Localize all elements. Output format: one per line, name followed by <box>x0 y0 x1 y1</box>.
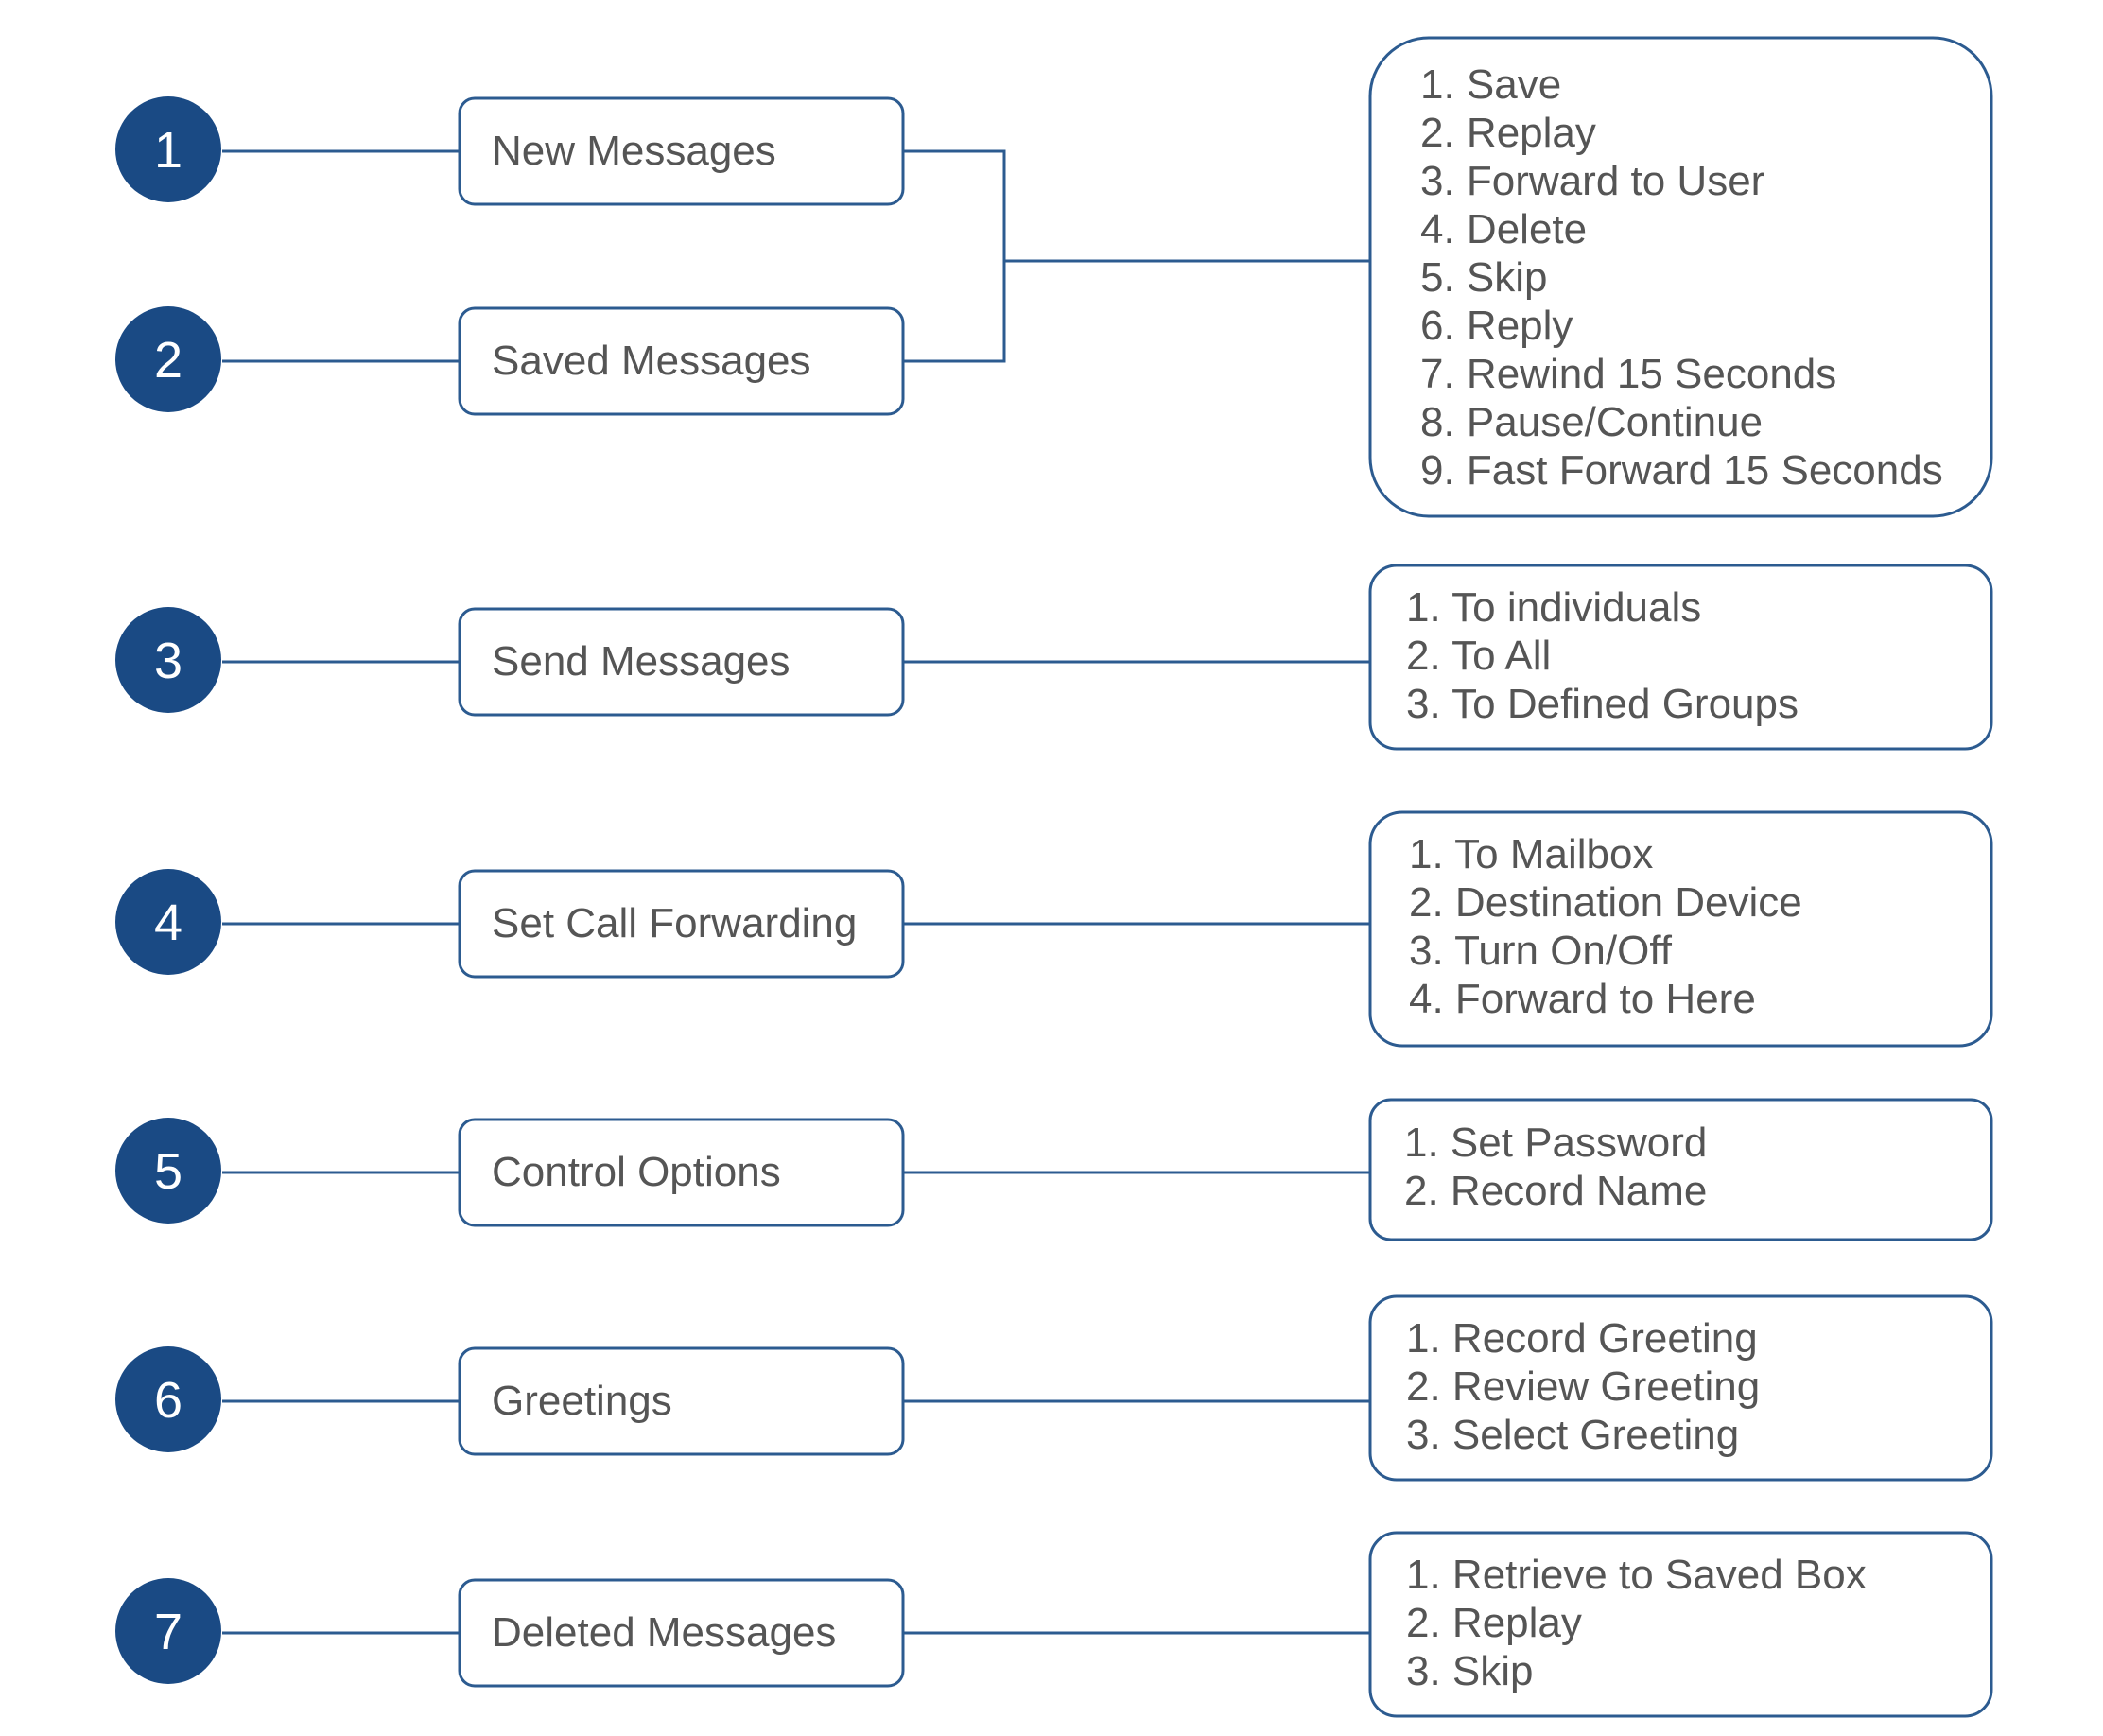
menu-boxes: New Messages Saved Messages Send Message… <box>458 96 905 1688</box>
menu-box-frame <box>458 607 905 717</box>
option-item: 3. To Defined Groups <box>1406 681 1799 727</box>
option-item: 4. Forward to Here <box>1409 976 1756 1022</box>
option-item: 4. Delete <box>1420 206 1587 252</box>
menu-number-6: 6 <box>115 1346 221 1452</box>
options-box-messages: 1. Save 2. Replay 3. Forward to User 4. … <box>1368 36 1993 518</box>
connectors <box>222 149 1370 1635</box>
number-text: 1 <box>154 122 182 179</box>
option-item: 1. Save <box>1420 61 1561 108</box>
options-box-frame <box>1368 810 1993 1048</box>
menu-box-frame <box>458 306 905 416</box>
option-item: 1. Record Greeting <box>1406 1315 1758 1362</box>
option-boxes: 1. Save 2. Replay 3. Forward to User 4. … <box>1368 36 1993 1718</box>
menu-box-frame <box>458 96 905 206</box>
options-box-frame <box>1368 1098 1993 1241</box>
option-item: 5. Skip <box>1420 254 1548 301</box>
option-item: 2. Replay <box>1406 1600 1582 1646</box>
menu-box-new-messages: New Messages <box>458 96 905 206</box>
number-circle <box>115 306 221 412</box>
option-item: 8. Pause/Continue <box>1420 399 1763 445</box>
number-circle <box>115 96 221 202</box>
number-text: 2 <box>154 332 182 389</box>
bracket-1-2 <box>903 149 1006 363</box>
number-circles: 1 2 3 4 5 6 7 <box>115 96 221 1684</box>
menu-number-5: 5 <box>115 1118 221 1224</box>
option-item: 2. Record Name <box>1404 1168 1707 1214</box>
number-text: 6 <box>154 1372 182 1429</box>
option-item: 2. Replay <box>1420 110 1596 156</box>
options-box-frame <box>1368 564 1993 751</box>
menu-box-frame <box>458 1346 905 1456</box>
menu-number-1: 1 <box>115 96 221 202</box>
option-item: 6. Reply <box>1420 303 1573 349</box>
menu-box-frame <box>458 1578 905 1688</box>
option-item: 7. Rewind 15 Seconds <box>1420 351 1836 397</box>
menu-box-send-messages: Send Messages <box>458 607 905 717</box>
menu-box-label: New Messages <box>492 128 776 174</box>
options-box-frame <box>1368 1294 1993 1482</box>
option-item: 2. Review Greeting <box>1406 1363 1760 1410</box>
options-box-send: 1. To individuals 2. To All 3. To Define… <box>1368 564 1993 751</box>
option-item: 1. Retrieve to Saved Box <box>1406 1552 1867 1598</box>
options-box-frame <box>1368 36 1993 518</box>
number-circle <box>115 1118 221 1224</box>
menu-box-label: Deleted Messages <box>492 1609 836 1656</box>
menu-box-control-options: Control Options <box>458 1118 905 1227</box>
option-item: 3. Turn On/Off <box>1409 928 1673 974</box>
options-box-frame <box>1368 1531 1993 1718</box>
number-circle <box>115 869 221 975</box>
menu-number-7: 7 <box>115 1578 221 1684</box>
number-circle <box>115 607 221 713</box>
menu-box-label: Greetings <box>492 1378 672 1424</box>
option-item: 2. To All <box>1406 633 1551 679</box>
option-item: 1. To Mailbox <box>1409 831 1653 877</box>
number-text: 7 <box>154 1604 182 1660</box>
menu-number-4: 4 <box>115 869 221 975</box>
menu-box-frame <box>458 869 905 979</box>
options-box-control: 1. Set Password 2. Record Name <box>1368 1098 1993 1241</box>
menu-box-saved-messages: Saved Messages <box>458 306 905 416</box>
option-item: 9. Fast Forward 15 Seconds <box>1420 447 1943 494</box>
menu-number-2: 2 <box>115 306 221 412</box>
option-item: 2. Destination Device <box>1409 879 1802 926</box>
menu-box-frame <box>458 1118 905 1227</box>
number-text: 4 <box>154 894 182 951</box>
menu-box-greetings: Greetings <box>458 1346 905 1456</box>
menu-box-label: Control Options <box>492 1149 781 1195</box>
menu-box-label: Saved Messages <box>492 338 811 384</box>
option-item: 1. Set Password <box>1404 1120 1707 1166</box>
number-circle <box>115 1578 221 1684</box>
menu-box-set-call-forwarding: Set Call Forwarding <box>458 869 905 979</box>
number-text: 5 <box>154 1143 182 1200</box>
options-box-deleted: 1. Retrieve to Saved Box 2. Replay 3. Sk… <box>1368 1531 1993 1718</box>
option-item: 3. Forward to User <box>1420 158 1764 204</box>
option-item: 3. Select Greeting <box>1406 1412 1739 1458</box>
number-circle <box>115 1346 221 1452</box>
menu-number-3: 3 <box>115 607 221 713</box>
menu-box-label: Send Messages <box>492 638 791 685</box>
options-box-greetings: 1. Record Greeting 2. Review Greeting 3.… <box>1368 1294 1993 1482</box>
number-text: 3 <box>154 633 182 689</box>
menu-box-label: Set Call Forwarding <box>492 900 857 946</box>
option-item: 3. Skip <box>1406 1648 1534 1694</box>
options-box-call-forwarding: 1. To Mailbox 2. Destination Device 3. T… <box>1368 810 1993 1048</box>
menu-box-deleted-messages: Deleted Messages <box>458 1578 905 1688</box>
option-item: 1. To individuals <box>1406 584 1701 631</box>
